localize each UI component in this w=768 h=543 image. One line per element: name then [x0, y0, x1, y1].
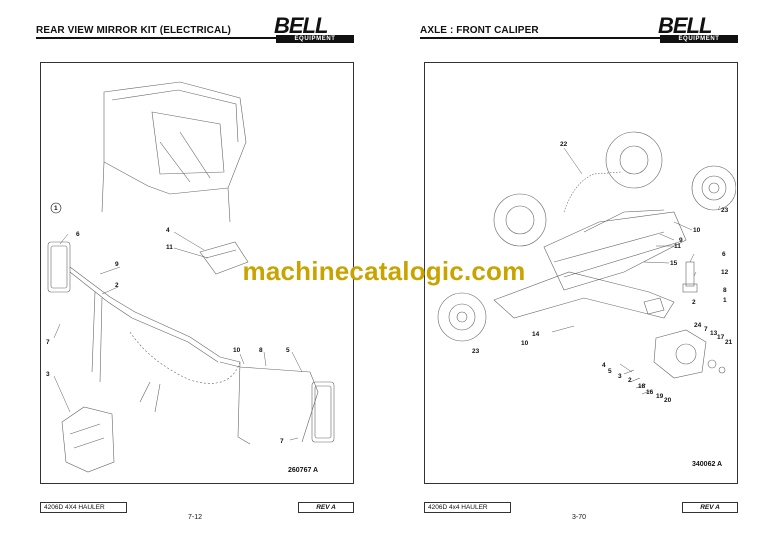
- right-callouts: 22 23 10 9 11 15 6 12 8 1 2 14 10 23 24 …: [472, 141, 733, 404]
- page-title: AXLE : FRONT CALIPER: [420, 25, 539, 36]
- drawing-number: 260767 A: [288, 467, 319, 474]
- page-title: REAR VIEW MIRROR KIT (ELECTRICAL): [36, 25, 231, 36]
- callout-label: 1: [723, 297, 727, 304]
- diagram-frame: [40, 62, 354, 484]
- callout-label: 11: [166, 244, 173, 251]
- left-callouts: 1 6 9 2 7 3 4 11 10 8 5 7: [46, 202, 290, 445]
- callout-label: 8: [723, 287, 727, 294]
- callout-label: 23: [472, 348, 480, 355]
- callout-label: 5: [608, 368, 612, 375]
- diagram-frame: [424, 62, 738, 484]
- callout-label: 3: [46, 371, 50, 378]
- callout-label: 10: [521, 340, 529, 347]
- title-rule: [420, 37, 736, 39]
- revision-box: REV A: [298, 502, 354, 513]
- callout-label: 2: [628, 377, 632, 384]
- callout-label: 15: [670, 260, 678, 267]
- callout-label: 24: [694, 322, 702, 329]
- mirror-kit-diagram: 1 6 9 2 7 3 4 11 10 8 5 7: [40, 62, 352, 482]
- callout-label: 2: [692, 299, 696, 306]
- front-caliper-diagram: 22 23 10 9 11 15 6 12 8 1 2 14 10 23 24 …: [424, 62, 736, 482]
- callout-label: 2: [115, 282, 119, 289]
- callout-label: 17: [717, 334, 725, 341]
- left-page: REAR VIEW MIRROR KIT (ELECTRICAL) BELL E…: [36, 13, 356, 521]
- logo-subtitle: EQUIPMENT: [276, 35, 354, 43]
- callout-label: 6: [76, 231, 80, 238]
- callout-label: 18: [638, 383, 646, 390]
- callout-label: 4: [602, 362, 606, 369]
- callout-label: 5: [286, 347, 290, 354]
- callout-label: 3: [618, 373, 622, 380]
- callout-label: 12: [721, 269, 729, 276]
- callout-label: 9: [679, 237, 683, 244]
- exploded-view-drawing: 1 6 9 2 7 3 4 11 10 8 5 7: [46, 81, 335, 473]
- title-rule: [36, 37, 352, 39]
- page-number: 3-70: [571, 514, 586, 521]
- page-number: 7-12: [187, 514, 202, 521]
- callout-label: 16: [646, 389, 654, 396]
- callout-label: 9: [115, 261, 119, 268]
- callout-label: 13: [710, 330, 718, 337]
- logo-wordmark: BELL: [658, 13, 712, 38]
- footer-model: 4206D 4X4 HAULER: [40, 502, 127, 513]
- callout-label: 10: [693, 227, 701, 234]
- callout-label: 7: [704, 326, 708, 333]
- exploded-view-drawing: 22 23 10 9 11 15 6 12 8 1 2 14 10 23 24 …: [437, 131, 736, 404]
- callout-label: 10: [233, 347, 241, 354]
- callout-label: 23: [721, 207, 729, 214]
- callout-label: 7: [280, 438, 284, 445]
- logo-subtitle: EQUIPMENT: [660, 35, 738, 43]
- callout-label: 22: [560, 141, 568, 148]
- drawing-number: 340062 A: [692, 461, 723, 468]
- callout-label: 19: [656, 393, 664, 400]
- bell-logo: BELL EQUIPMENT: [268, 13, 356, 45]
- watermark-text: machinecatalogic.com: [242, 256, 526, 286]
- footer-model: 4206D 4x4 HAULER: [424, 502, 511, 513]
- callout-label: 8: [259, 347, 263, 354]
- bell-logo: BELL EQUIPMENT: [652, 13, 740, 45]
- logo-wordmark: BELL: [274, 13, 328, 38]
- callout-label: 1: [54, 205, 58, 212]
- callout-label: 6: [722, 251, 726, 258]
- callout-label: 11: [674, 243, 681, 250]
- right-page: AXLE : FRONT CALIPER BELL EQUIPMENT: [384, 0, 768, 543]
- callout-label: 7: [46, 339, 50, 346]
- revision-box: REV A: [682, 502, 738, 513]
- callout-label: 14: [532, 331, 540, 338]
- callout-label: 4: [166, 227, 170, 234]
- callout-label: 20: [664, 397, 672, 404]
- callout-label: 21: [725, 339, 733, 346]
